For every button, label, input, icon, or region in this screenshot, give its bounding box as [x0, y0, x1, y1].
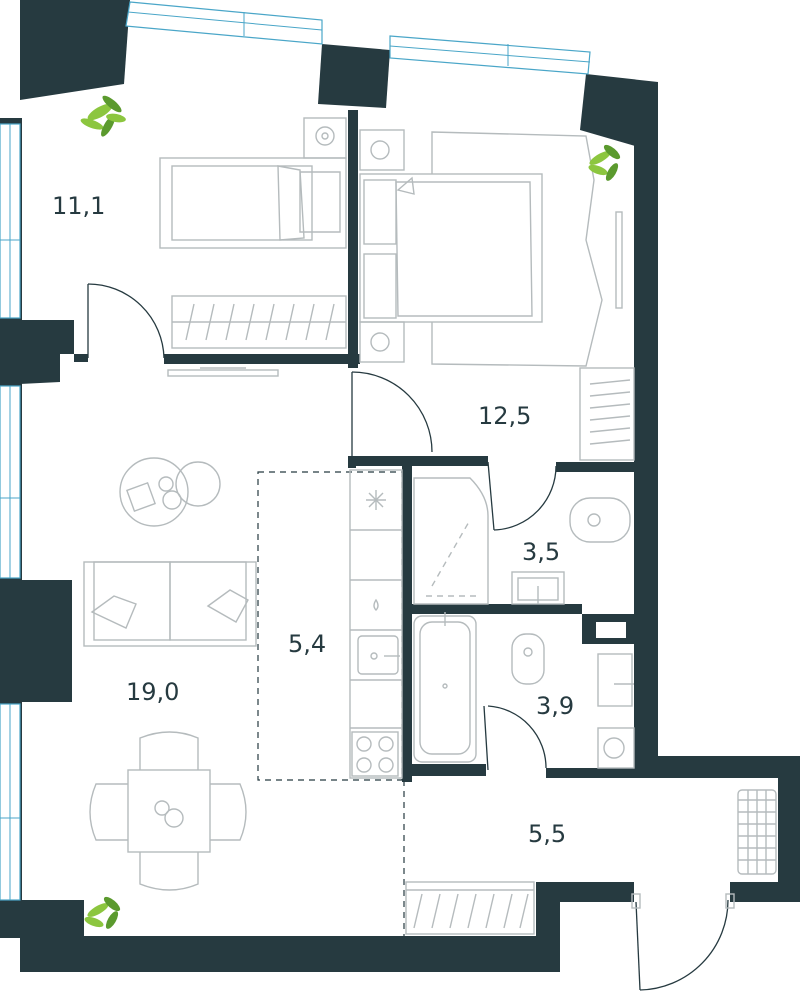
area-labels: 11,1 12,5 19,0 5,4 3,5 3,9 5,5	[52, 192, 574, 848]
plant-icon	[588, 144, 621, 181]
hallway-furniture	[405, 789, 777, 935]
doors	[87, 283, 735, 991]
area-label-bathroom-2: 3,9	[536, 692, 574, 720]
bathroom-2-furniture	[413, 612, 635, 769]
bedroom-2-furniture	[359, 129, 635, 461]
kitchen-furniture	[349, 469, 403, 779]
area-label-bedroom-2: 12,5	[478, 402, 531, 430]
plant-icon	[80, 95, 126, 137]
walls	[0, 0, 800, 972]
living-room-furniture	[83, 457, 257, 929]
area-label-bedroom-1: 11,1	[52, 192, 105, 220]
area-label-kitchen: 5,4	[288, 630, 326, 658]
plant-icon	[84, 896, 121, 929]
kitchen-zone-outline	[257, 471, 403, 781]
area-label-bathroom-1: 3,5	[522, 538, 560, 566]
windows	[0, 1, 591, 901]
bedroom-1-furniture	[80, 95, 347, 377]
bathroom-1-furniture	[413, 477, 631, 605]
area-label-living-room: 19,0	[126, 678, 179, 706]
area-label-hallway: 5,5	[528, 820, 566, 848]
